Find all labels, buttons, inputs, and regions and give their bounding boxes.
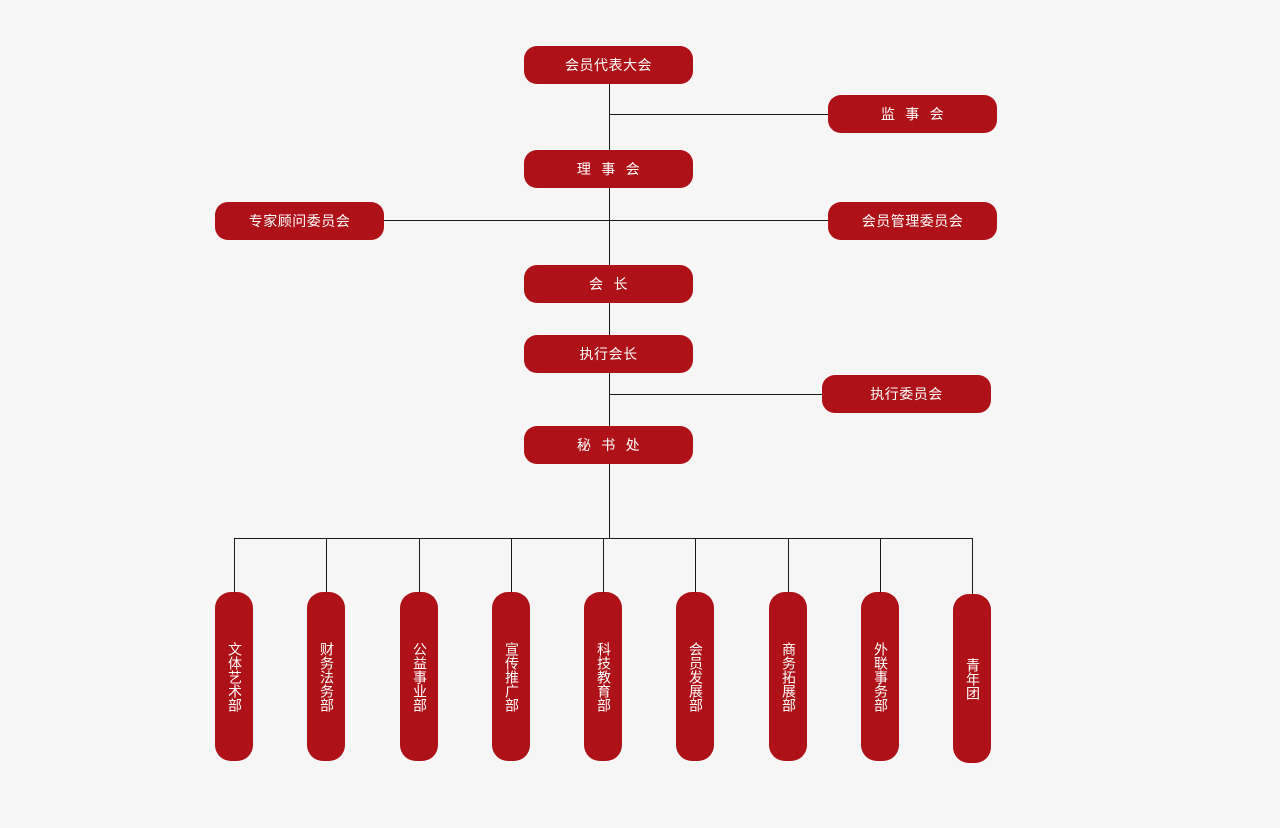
connector-dept-8 [880,538,881,593]
node-dept-public-welfare: 公益事业部 [400,592,438,761]
connector-executive-committee [609,394,823,395]
node-dept-publicity: 宣传推广部 [492,592,530,761]
node-secretariat: 秘 书 处 [524,426,693,464]
node-dept-culture-arts: 文体艺术部 [215,592,253,761]
connector-dept-6 [695,538,696,593]
node-dept-business-expansion: 商务拓展部 [769,592,807,761]
node-dept-sci-tech-education: 科技教育部 [584,592,622,761]
connector-committees [383,220,829,221]
connector-dept-5 [603,538,604,593]
node-supervisory-board: 监 事 会 [828,95,997,133]
connector-dept-7 [788,538,789,593]
node-expert-committee: 专家顾问委员会 [215,202,384,240]
connector-dept-9 [972,538,973,595]
node-dept-youth-league: 青年团 [953,594,991,763]
node-executive-president: 执行会长 [524,335,693,373]
connector-dept-4 [511,538,512,593]
node-member-mgmt-committee: 会员管理委员会 [828,202,997,240]
node-president: 会 长 [524,265,693,303]
node-executive-committee: 执行委员会 [822,375,991,413]
node-council: 理 事 会 [524,150,693,188]
connector-supervisory [609,114,829,115]
node-general-assembly: 会员代表大会 [524,46,693,84]
node-dept-member-development: 会员发展部 [676,592,714,761]
connector-main-spine [609,84,610,539]
connector-dept-2 [326,538,327,593]
connector-dept-3 [419,538,420,593]
connector-dept-1 [234,538,235,593]
node-dept-external-affairs: 外联事务部 [861,592,899,761]
node-dept-finance-legal: 财务法务部 [307,592,345,761]
